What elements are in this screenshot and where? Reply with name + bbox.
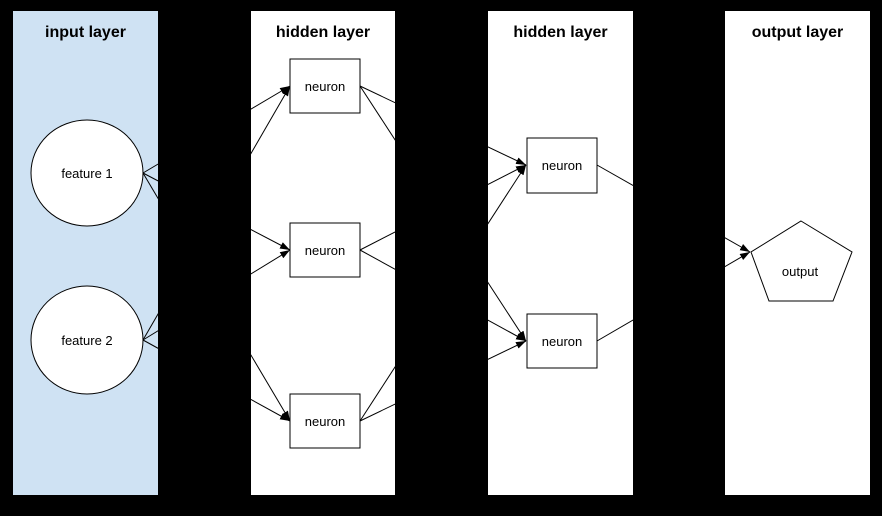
node-hidden2-neuron-2-label: neuron — [542, 334, 582, 349]
panel-title-hidden-layer-2: hidden layer — [513, 24, 607, 41]
node-feature-2 — [30, 285, 144, 395]
panel-title-input-layer: input layer — [45, 24, 126, 41]
node-hidden1-neuron-2-label: neuron — [305, 243, 345, 258]
node-output — [750, 220, 853, 302]
node-hidden1-neuron-3 — [289, 393, 361, 449]
node-hidden1-neuron-1-label: neuron — [305, 79, 345, 94]
node-hidden2-neuron-1-label: neuron — [542, 158, 582, 173]
node-hidden1-neuron-3-label: neuron — [305, 414, 345, 429]
node-hidden1-neuron-1 — [289, 58, 361, 114]
node-hidden2-neuron-1 — [526, 137, 598, 194]
node-hidden2-neuron-2 — [526, 313, 598, 369]
node-feature-1 — [30, 119, 144, 227]
node-feature-1-label: feature 1 — [61, 166, 112, 181]
panel-hidden-layer-2 — [488, 11, 633, 495]
panel-title-output-layer: output layer — [752, 24, 844, 41]
node-output-label: output — [782, 264, 819, 279]
node-feature-2-label: feature 2 — [61, 333, 112, 348]
panel-title-hidden-layer-1: hidden layer — [276, 24, 370, 41]
node-hidden1-neuron-2 — [289, 222, 361, 278]
panel-input-layer — [13, 11, 158, 495]
